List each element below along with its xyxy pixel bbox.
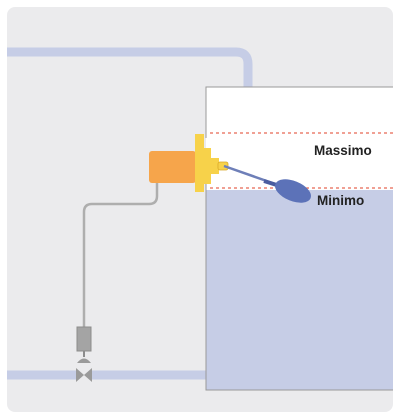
max-level-label: Massimo (314, 143, 372, 158)
valve-icon (76, 368, 92, 382)
actuator-icon (76, 326, 92, 363)
tank-wall (205, 86, 393, 391)
float-switch-icon (274, 179, 312, 203)
sensor-body-icon (149, 151, 196, 183)
water-volume (206, 190, 393, 390)
signal-wire (82, 181, 159, 327)
inlet-pipe (7, 47, 253, 101)
min-level-label: Minimo (317, 193, 364, 208)
mount-flange (195, 134, 229, 192)
